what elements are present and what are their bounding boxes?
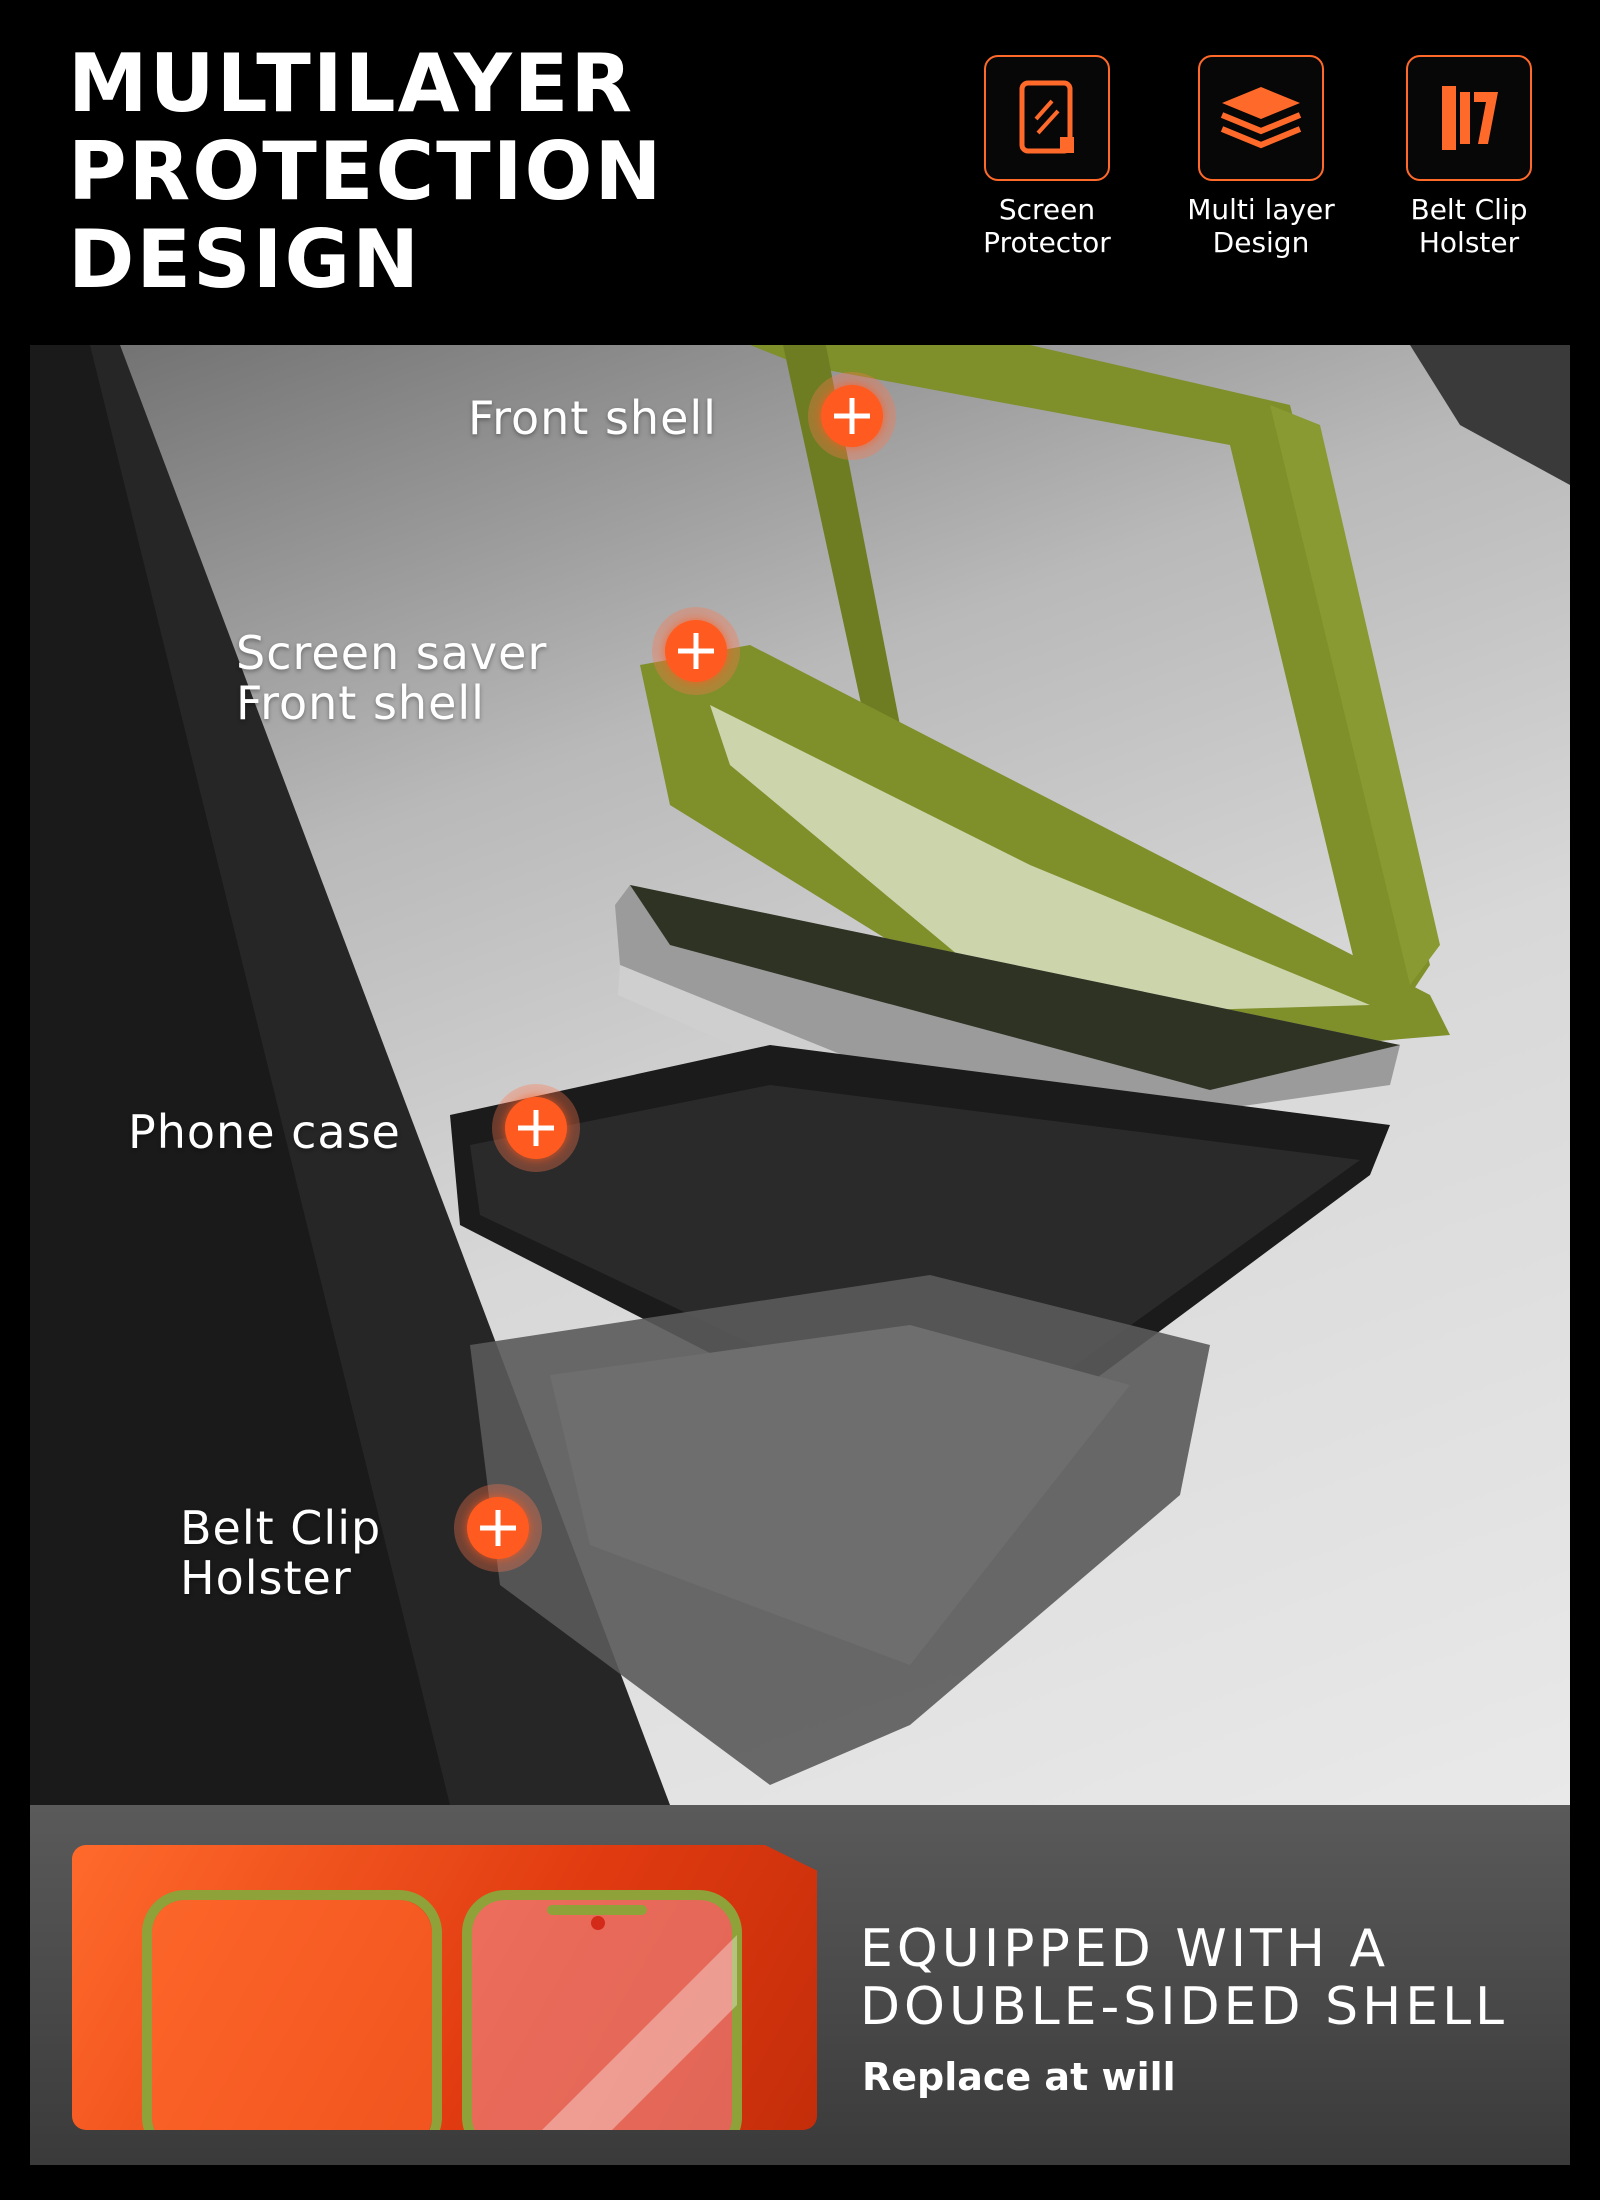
callout-screen-saver: Screen saver Front shell <box>236 628 547 728</box>
feature-label-line: Multi layer <box>1187 193 1335 226</box>
callout-belt-clip: Belt Clip Holster <box>180 1503 381 1603</box>
callout-label: Front shell <box>236 676 485 730</box>
shell-frames-illustration <box>142 1890 742 2130</box>
headline-line-3: DESIGN <box>68 213 422 306</box>
equip-title-line: DOUBLE-SIDED SHELL <box>860 1977 1509 2037</box>
belt-clip-plus-button[interactable] <box>454 1484 542 1572</box>
feature-label-line: Screen <box>998 193 1096 226</box>
belt-clip-icon <box>1406 55 1532 181</box>
callout-label: Front shell <box>468 391 717 445</box>
equip-title-line: EQUIPPED WITH A <box>860 1919 1390 1979</box>
plus-icon <box>821 385 883 447</box>
headline-line-2: PROTECTION <box>68 125 664 218</box>
front-shell-plus-button[interactable] <box>808 372 896 460</box>
page-title: MULTILAYER PROTECTION DESIGN <box>68 40 688 304</box>
callout-phone-case: Phone case <box>128 1107 401 1157</box>
phone-case-plus-button[interactable] <box>492 1084 580 1172</box>
feature-screen-protector: Screen Protector <box>952 55 1142 259</box>
callout-label: Holster <box>180 1551 352 1605</box>
callout-label: Belt Clip <box>180 1501 382 1555</box>
feature-label-line: Belt Clip <box>1410 193 1528 226</box>
callout-front-shell: Front shell <box>468 393 717 443</box>
feature-label-line: Protector <box>983 226 1111 259</box>
double-shell-image <box>72 1845 817 2130</box>
feature-belt-clip: Belt Clip Holster <box>1374 55 1564 259</box>
plus-icon <box>467 1497 529 1559</box>
layers-icon <box>1198 55 1324 181</box>
plus-icon <box>665 620 727 682</box>
equip-title: EQUIPPED WITH A DOUBLE-SIDED SHELL <box>860 1920 1560 2036</box>
feature-multi-layer: Multi layer Design <box>1166 55 1356 259</box>
headline-line-1: MULTILAYER <box>68 37 635 130</box>
screen-saver-plus-button[interactable] <box>652 607 740 695</box>
callout-label: Phone case <box>128 1105 401 1159</box>
plus-icon <box>505 1097 567 1159</box>
equip-subtitle: Replace at will <box>862 2055 1176 2099</box>
feature-label-line: Design <box>1212 226 1310 259</box>
feature-label-line: Holster <box>1418 226 1520 259</box>
callout-label: Screen saver <box>236 626 548 680</box>
exploded-product-view: Front shell Screen saver Front shell Pho… <box>30 345 1570 1805</box>
screen-protector-icon <box>984 55 1110 181</box>
product-illustration <box>30 345 1570 1805</box>
